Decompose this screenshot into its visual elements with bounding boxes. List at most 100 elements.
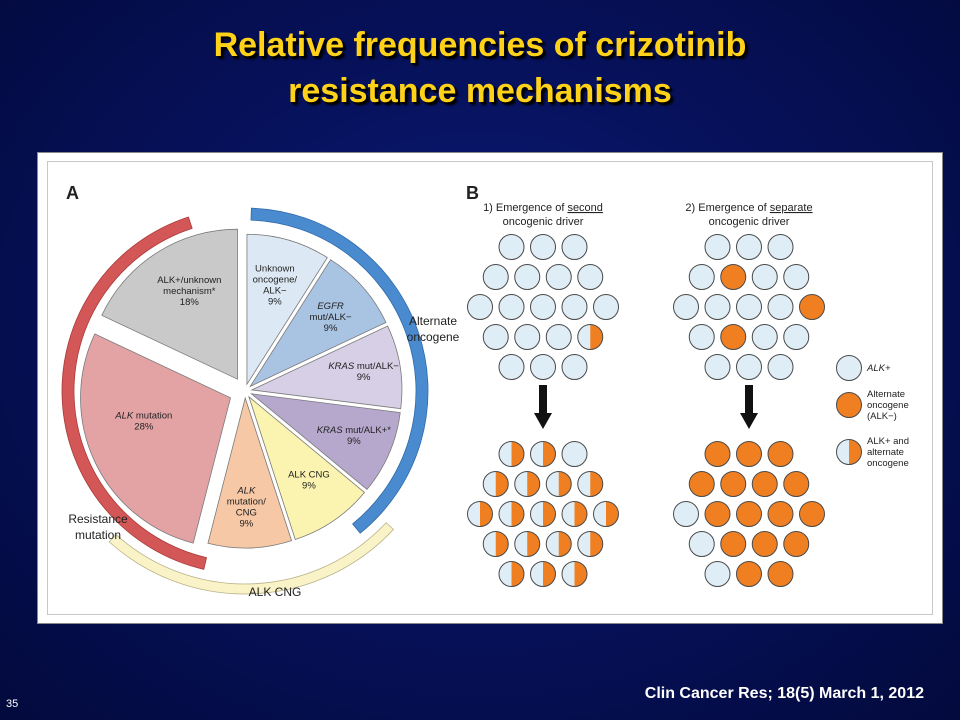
cell-outline bbox=[736, 561, 762, 587]
alternate-oncogene-cell bbox=[736, 561, 762, 587]
pie-slice bbox=[250, 393, 401, 490]
cell-outline bbox=[736, 501, 762, 527]
cell-half-fill bbox=[606, 501, 619, 527]
pie-slice-label: ALK bbox=[236, 486, 256, 497]
alk-positive-cell bbox=[783, 264, 810, 290]
cell-outline bbox=[561, 561, 588, 587]
mixed-cell bbox=[498, 561, 525, 587]
column-title-text: 1) Emergence of bbox=[483, 202, 567, 214]
pie-slice bbox=[246, 233, 328, 386]
pie-slice-label: ALK mutation bbox=[114, 410, 172, 421]
alk-positive-cell bbox=[736, 294, 762, 320]
pie-slice-label: EGFR bbox=[317, 301, 344, 312]
cell-half-fill bbox=[590, 531, 603, 557]
alk-positive-cell bbox=[736, 354, 762, 380]
cell-half-fill bbox=[495, 471, 509, 497]
alk-positive-cell bbox=[688, 324, 715, 350]
pie-slice-label: oncogene/ bbox=[253, 274, 298, 285]
pie-slice-label: 9% bbox=[357, 372, 371, 383]
cell-half-fill bbox=[527, 471, 540, 497]
alternate-oncogene-cell bbox=[720, 264, 747, 290]
alternate-oncogene-cell bbox=[736, 441, 762, 467]
pie-slice bbox=[80, 333, 231, 544]
pie-slice-group: KRAS mut/ALK+* 9% bbox=[250, 393, 401, 490]
alternate-oncogene-cell bbox=[688, 471, 715, 497]
mixed-cell bbox=[498, 441, 525, 467]
alternate-oncogene-label: Alternate bbox=[409, 314, 457, 328]
alk-positive-cell bbox=[530, 294, 556, 320]
pie-slice-label: 28% bbox=[134, 421, 154, 432]
pie-slice-label-italic: KRAS bbox=[317, 425, 344, 436]
pie-slice-label-rest: mut/ALK+* bbox=[343, 425, 392, 436]
cell-half-fill bbox=[590, 324, 603, 350]
cell-outline bbox=[530, 501, 556, 527]
mixed-cell bbox=[482, 531, 509, 557]
transition-arrow bbox=[740, 385, 758, 429]
cell-outline bbox=[561, 441, 588, 467]
cell-half-fill bbox=[574, 501, 587, 527]
alk-positive-cell bbox=[561, 354, 588, 380]
mixed-cell bbox=[545, 531, 572, 557]
cell-outline bbox=[704, 294, 731, 320]
slide-number: 35 bbox=[6, 698, 19, 710]
legend-label: ALK+ and bbox=[867, 436, 909, 447]
alk-positive-cell bbox=[561, 234, 588, 260]
alternate-oncogene-cell bbox=[751, 531, 778, 557]
mixed-cell bbox=[482, 471, 509, 497]
cell-outline bbox=[688, 471, 715, 497]
legend-label: oncogene bbox=[867, 458, 909, 469]
alternate-oncogene-cell bbox=[767, 561, 794, 587]
cell-half-fill bbox=[558, 471, 572, 497]
alk-positive-cell bbox=[482, 264, 509, 290]
cell-outline bbox=[736, 441, 762, 467]
cell-half-fill bbox=[511, 501, 524, 527]
mixed-cell bbox=[530, 501, 556, 527]
cell-cluster-second-after bbox=[467, 441, 619, 587]
cell-outline bbox=[799, 501, 825, 527]
legend-label: ALK+ bbox=[866, 363, 891, 374]
pie-slice-label: ALK+/unknown bbox=[157, 275, 221, 286]
panel-a-label: A bbox=[66, 183, 79, 203]
cell-half-fill bbox=[543, 441, 556, 467]
column-title-emphasis: separate bbox=[770, 202, 813, 214]
pie-slice-label-rest: mut/ALK− bbox=[354, 361, 399, 372]
alk-positive-cell bbox=[545, 324, 572, 350]
alk-positive-cell bbox=[530, 354, 556, 380]
alk-positive-cell bbox=[767, 294, 794, 320]
cell-outline bbox=[561, 234, 588, 260]
pie-slice-label-italic: EGFR bbox=[317, 301, 344, 312]
pie-slice-label: Unknown bbox=[255, 263, 295, 274]
cell-outline bbox=[836, 392, 862, 418]
pie-slice-label: 9% bbox=[302, 481, 316, 492]
cell-outline bbox=[498, 234, 525, 260]
alk-positive-cell bbox=[467, 294, 493, 320]
citation: Clin Cancer Res; 18(5) March 1, 2012 bbox=[644, 685, 924, 702]
alk-positive-cell bbox=[704, 234, 731, 260]
cell-outline bbox=[545, 324, 572, 350]
cell-outline bbox=[498, 501, 525, 527]
alternate-oncogene-cell bbox=[720, 531, 747, 557]
cell-outline bbox=[751, 471, 778, 497]
cell-outline bbox=[751, 264, 778, 290]
alk-positive-cell bbox=[751, 324, 778, 350]
alternate-oncogene-cell bbox=[704, 441, 731, 467]
cell-outline bbox=[783, 264, 810, 290]
column-title: 1) Emergence of second bbox=[483, 202, 603, 214]
alk-positive-cell bbox=[498, 354, 525, 380]
pie-slice-label-italic: ALK bbox=[236, 486, 256, 497]
cell-outline bbox=[482, 324, 509, 350]
cell-outline bbox=[836, 439, 862, 465]
cell-half-fill bbox=[527, 531, 540, 557]
cell-outline bbox=[720, 324, 747, 350]
cell-outline bbox=[514, 264, 541, 290]
cell-outline bbox=[673, 294, 699, 320]
transition-arrow bbox=[534, 385, 552, 429]
alternate-oncogene-cell bbox=[720, 324, 747, 350]
cell-outline bbox=[720, 264, 747, 290]
cell-half-fill bbox=[590, 471, 603, 497]
slide-title-line-1: Relative frequencies of crizotinib bbox=[213, 26, 747, 64]
cell-outline bbox=[767, 354, 794, 380]
